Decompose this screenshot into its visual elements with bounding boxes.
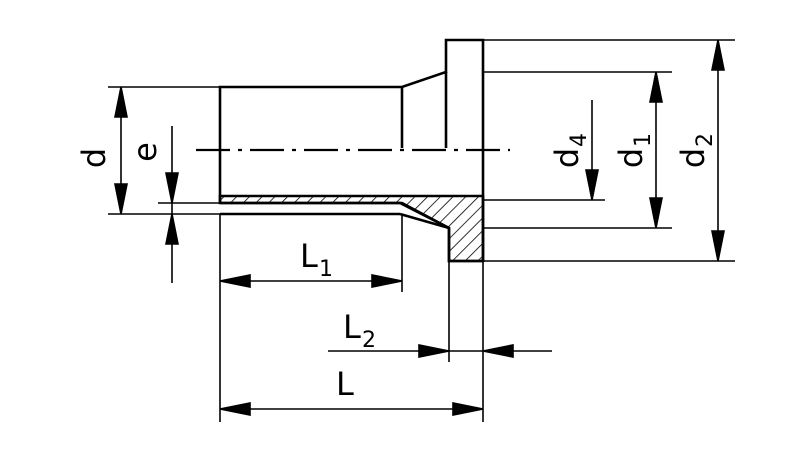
dimension-lines (114, 39, 725, 416)
svg-text:2: 2 (693, 133, 718, 147)
label-L1: L 1 (300, 237, 333, 282)
label-e: e (126, 142, 164, 162)
label-d2: d 2 (674, 133, 718, 168)
label-L2: L 2 (343, 308, 376, 353)
svg-text:2: 2 (362, 328, 376, 353)
wall-section-hatch (218, 194, 485, 263)
extension-lines (108, 39, 735, 422)
taper-inner-line (399, 212, 450, 230)
svg-text:1: 1 (319, 257, 333, 282)
svg-text:d: d (548, 148, 586, 168)
svg-text:d: d (674, 148, 712, 168)
label-L: L (336, 365, 354, 403)
label-d1: d 1 (612, 133, 656, 168)
svg-text:d: d (612, 148, 650, 168)
svg-text:1: 1 (631, 133, 656, 147)
label-d: d (75, 148, 113, 168)
label-d4: d 4 (548, 133, 592, 168)
svg-text:L: L (300, 237, 318, 275)
svg-text:L: L (343, 308, 361, 346)
dimension-labels: d e d 4 d 1 d 2 L 1 L 2 L (75, 133, 718, 403)
svg-text:4: 4 (567, 133, 592, 147)
